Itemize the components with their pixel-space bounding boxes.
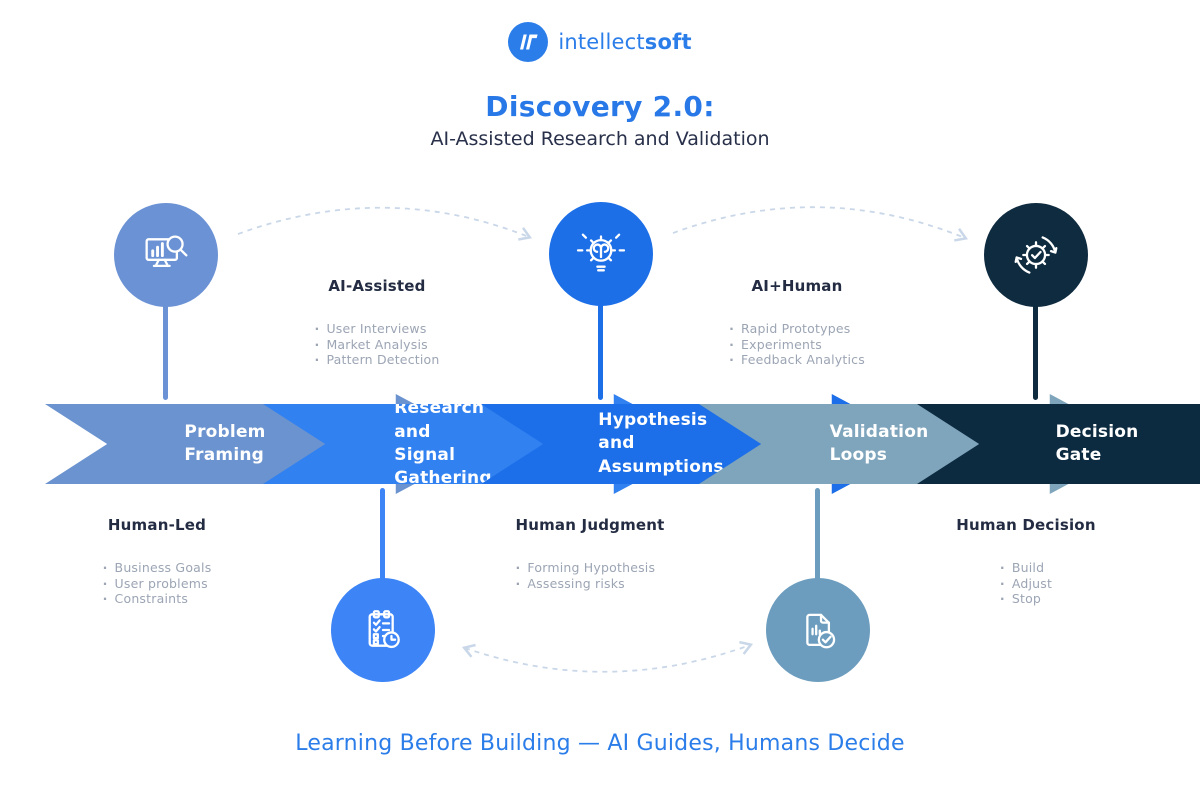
circle-decision-gate (984, 203, 1088, 307)
monitor-search-icon (145, 235, 188, 268)
list-item: ·Feedback Analytics (729, 352, 865, 367)
list-item: ·Business Goals (102, 560, 212, 575)
list-item: ·Rapid Prototypes (729, 321, 851, 336)
list-item: ·Constraints (102, 591, 189, 606)
note-list: ·User Interviews ·Market Analysis ·Patte… (314, 321, 439, 368)
circle-research (331, 578, 435, 682)
stage-label: Validation Loops (829, 421, 929, 465)
note-heading: Human Judgment (515, 516, 665, 534)
note-human-led: Human-Led ·Business Goals ·User problems… (103, 516, 212, 607)
dashed-arc-feedback-loop (461, 640, 754, 673)
brand-name-regular: intellect (558, 30, 645, 54)
stage-label: Hypothesis and Assumptions (598, 409, 724, 477)
note-heading: AI-Assisted (328, 277, 426, 295)
idea-gear-icon (576, 233, 626, 272)
list-item: ·Pattern Detection (314, 352, 440, 367)
gear-check-cycle-icon (1014, 236, 1058, 274)
connector-stage3 (598, 300, 603, 400)
footer-tagline: Learning Before Building — AI Guides, Hu… (295, 731, 905, 756)
note-list: ·Build ·Adjust ·Stop (1000, 560, 1052, 607)
checklist-clock-icon (368, 610, 400, 649)
brand-logo: intellectsoft (0, 22, 1200, 62)
dashed-arc-stage3-to-stage5 (672, 206, 969, 242)
list-item: ·Stop (999, 591, 1042, 606)
brand-name-bold: soft (644, 30, 692, 54)
list-item: ·Assessing risks (515, 575, 625, 591)
circle-hypothesis (549, 202, 653, 306)
note-list: ·Business Goals ·User problems ·Constrai… (103, 560, 212, 607)
connector-stage5 (1033, 300, 1038, 400)
note-human-decision: Human Decision ·Build ·Adjust ·Stop (956, 516, 1095, 607)
intellectsoft-logo-icon (508, 22, 549, 62)
note-heading: AI+Human (751, 277, 843, 295)
note-human-judgment: Human Judgment ·Forming Hypothesis ·Asse… (515, 516, 664, 591)
note-list: ·Forming Hypothesis ·Assessing risks (515, 560, 664, 591)
connector-stage1 (163, 300, 168, 400)
page-subtitle: AI-Assisted Research and Validation (430, 128, 770, 150)
stage-label: Decision Gate (1055, 421, 1139, 465)
note-ai-human: AI+Human ·Rapid Prototypes ·Experiments … (729, 277, 865, 368)
dashed-arc-stage1-to-stage3 (237, 206, 533, 241)
list-item: ·Forming Hypothesis (515, 560, 656, 575)
list-item: ·User problems (102, 575, 208, 591)
list-item: ·User Interviews (314, 321, 427, 336)
note-heading: Human-Led (107, 516, 207, 534)
brand-name: intellectsoft (558, 30, 691, 54)
circle-problem-framing (114, 203, 218, 307)
list-item: ·Build (999, 560, 1045, 575)
list-item: ·Experiments (729, 336, 822, 352)
note-ai-assisted: AI-Assisted ·User Interviews ·Market Ana… (314, 277, 439, 368)
list-item: ·Adjust (999, 575, 1053, 591)
circle-validation (766, 578, 870, 682)
connector-stage2 (380, 488, 385, 584)
list-item: ·Market Analysis (314, 336, 428, 352)
note-list: ·Rapid Prototypes ·Experiments ·Feedback… (729, 321, 865, 368)
page-title: Discovery 2.0: (485, 90, 715, 123)
connector-stage4 (815, 488, 820, 584)
document-check-icon (806, 613, 836, 649)
stage-label: Research and Signal Gathering (394, 398, 492, 489)
stage-label: Problem Framing (184, 421, 266, 465)
note-heading: Human Decision (956, 516, 1096, 534)
